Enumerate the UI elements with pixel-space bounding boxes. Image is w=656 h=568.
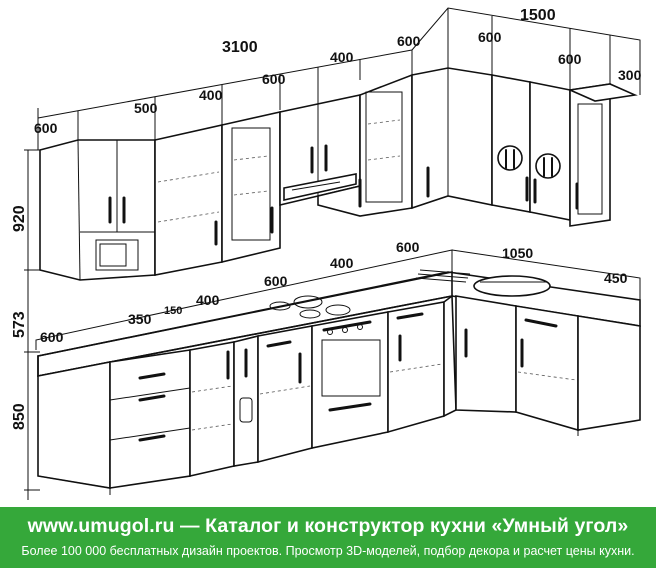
- sink: [415, 269, 551, 297]
- dim-height-upper: 920: [11, 205, 28, 232]
- dim-lower-left-4: 600: [264, 273, 288, 289]
- dim-lower-left-2: 150: [164, 305, 182, 317]
- promo-banner[interactable]: www.umugol.ru — Каталог и конструктор ку…: [0, 507, 656, 568]
- dim-lower-right-1: 450: [604, 270, 628, 286]
- banner-subtitle: Более 100 000 бесплатных дизайн проектов…: [21, 544, 635, 558]
- dimension-labels: 3100 1500 600 500 400 600 400 600 600 60…: [11, 7, 642, 430]
- dim-upper-left-1: 500: [134, 100, 158, 116]
- dim-lower-left-6: 600: [396, 239, 420, 255]
- dim-upper-left-2: 400: [199, 87, 223, 103]
- dim-upper-right-2: 300: [618, 67, 642, 83]
- upper-cabinets-right: [411, 67, 638, 227]
- dim-lower-left-5: 400: [330, 255, 354, 271]
- kitchen-drawing: 3100 1500 600 500 400 600 400 600 600 60…: [11, 7, 642, 500]
- dim-upper-total-right: 1500: [520, 7, 556, 24]
- banner-title[interactable]: www.umugol.ru — Каталог и конструктор ку…: [27, 515, 629, 537]
- upper-cabinets-left: [39, 73, 413, 281]
- lower-cabinets: [37, 294, 641, 495]
- dim-upper-left-4: 400: [330, 49, 354, 65]
- dim-upper-total-left: 3100: [222, 39, 258, 56]
- dim-upper-left-0: 600: [34, 120, 58, 136]
- dim-lower-right-0: 1050: [502, 245, 533, 261]
- dim-upper-right-0: 600: [478, 29, 502, 45]
- dim-lower-left-3: 400: [196, 292, 220, 308]
- dim-height-gap: 573: [11, 311, 28, 338]
- cooktop: [269, 295, 351, 319]
- dim-lower-left-1: 350: [128, 311, 152, 327]
- dim-upper-right-1: 600: [558, 51, 582, 67]
- dim-lower-left-0: 600: [40, 329, 64, 345]
- dim-height-lower: 850: [11, 403, 28, 430]
- dim-upper-left-5: 600: [397, 33, 421, 49]
- dim-upper-left-3: 600: [262, 71, 286, 87]
